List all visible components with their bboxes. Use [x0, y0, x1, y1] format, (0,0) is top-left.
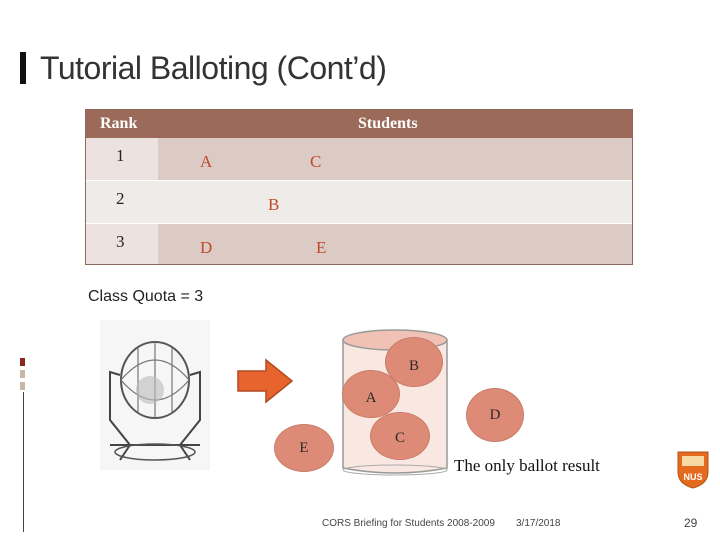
ranking-table: Rank Students 1 A C 2 B 3 D E [85, 109, 633, 265]
rank-cell: 3 [116, 232, 125, 251]
student-cell: C [310, 152, 322, 171]
left-decor [20, 370, 25, 378]
student-cell: D [200, 238, 213, 257]
result-label: The only ballot result [454, 456, 600, 475]
arrow-icon [237, 358, 294, 404]
ballot-ball: D [466, 388, 524, 442]
slide-title: Tutorial Balloting (Cont’d) [40, 50, 387, 86]
rank-cell: 1 [116, 146, 125, 165]
header-students: Students [358, 115, 418, 132]
left-decor [23, 392, 24, 532]
ballot-ball: B [385, 337, 443, 387]
ballot-ball: A [342, 370, 400, 418]
nus-logo-icon: NUS [677, 451, 709, 489]
table-header: Rank Students [86, 110, 632, 138]
bingo-cage-image [100, 320, 210, 470]
footer-date: 3/17/2018 [516, 518, 561, 529]
title-accent-bar [20, 52, 26, 84]
header-rank: Rank [100, 115, 138, 132]
left-decor [20, 358, 25, 366]
table-row: 3 D E [86, 224, 632, 264]
left-decor [20, 382, 25, 390]
student-cell: B [268, 195, 280, 214]
page-number: 29 [684, 516, 698, 530]
table-row: 1 A C [86, 138, 632, 180]
table-row: 2 B [86, 181, 632, 223]
class-quota-label: Class Quota = 3 [88, 288, 204, 305]
student-cell: A [200, 152, 213, 171]
rank-cell: 2 [116, 189, 125, 208]
student-cell: E [316, 238, 327, 257]
ballot-ball: C [370, 412, 430, 460]
svg-text:NUS: NUS [683, 472, 702, 482]
ballot-ball: E [274, 424, 334, 472]
footer-briefing: CORS Briefing for Students 2008-2009 [322, 518, 495, 529]
